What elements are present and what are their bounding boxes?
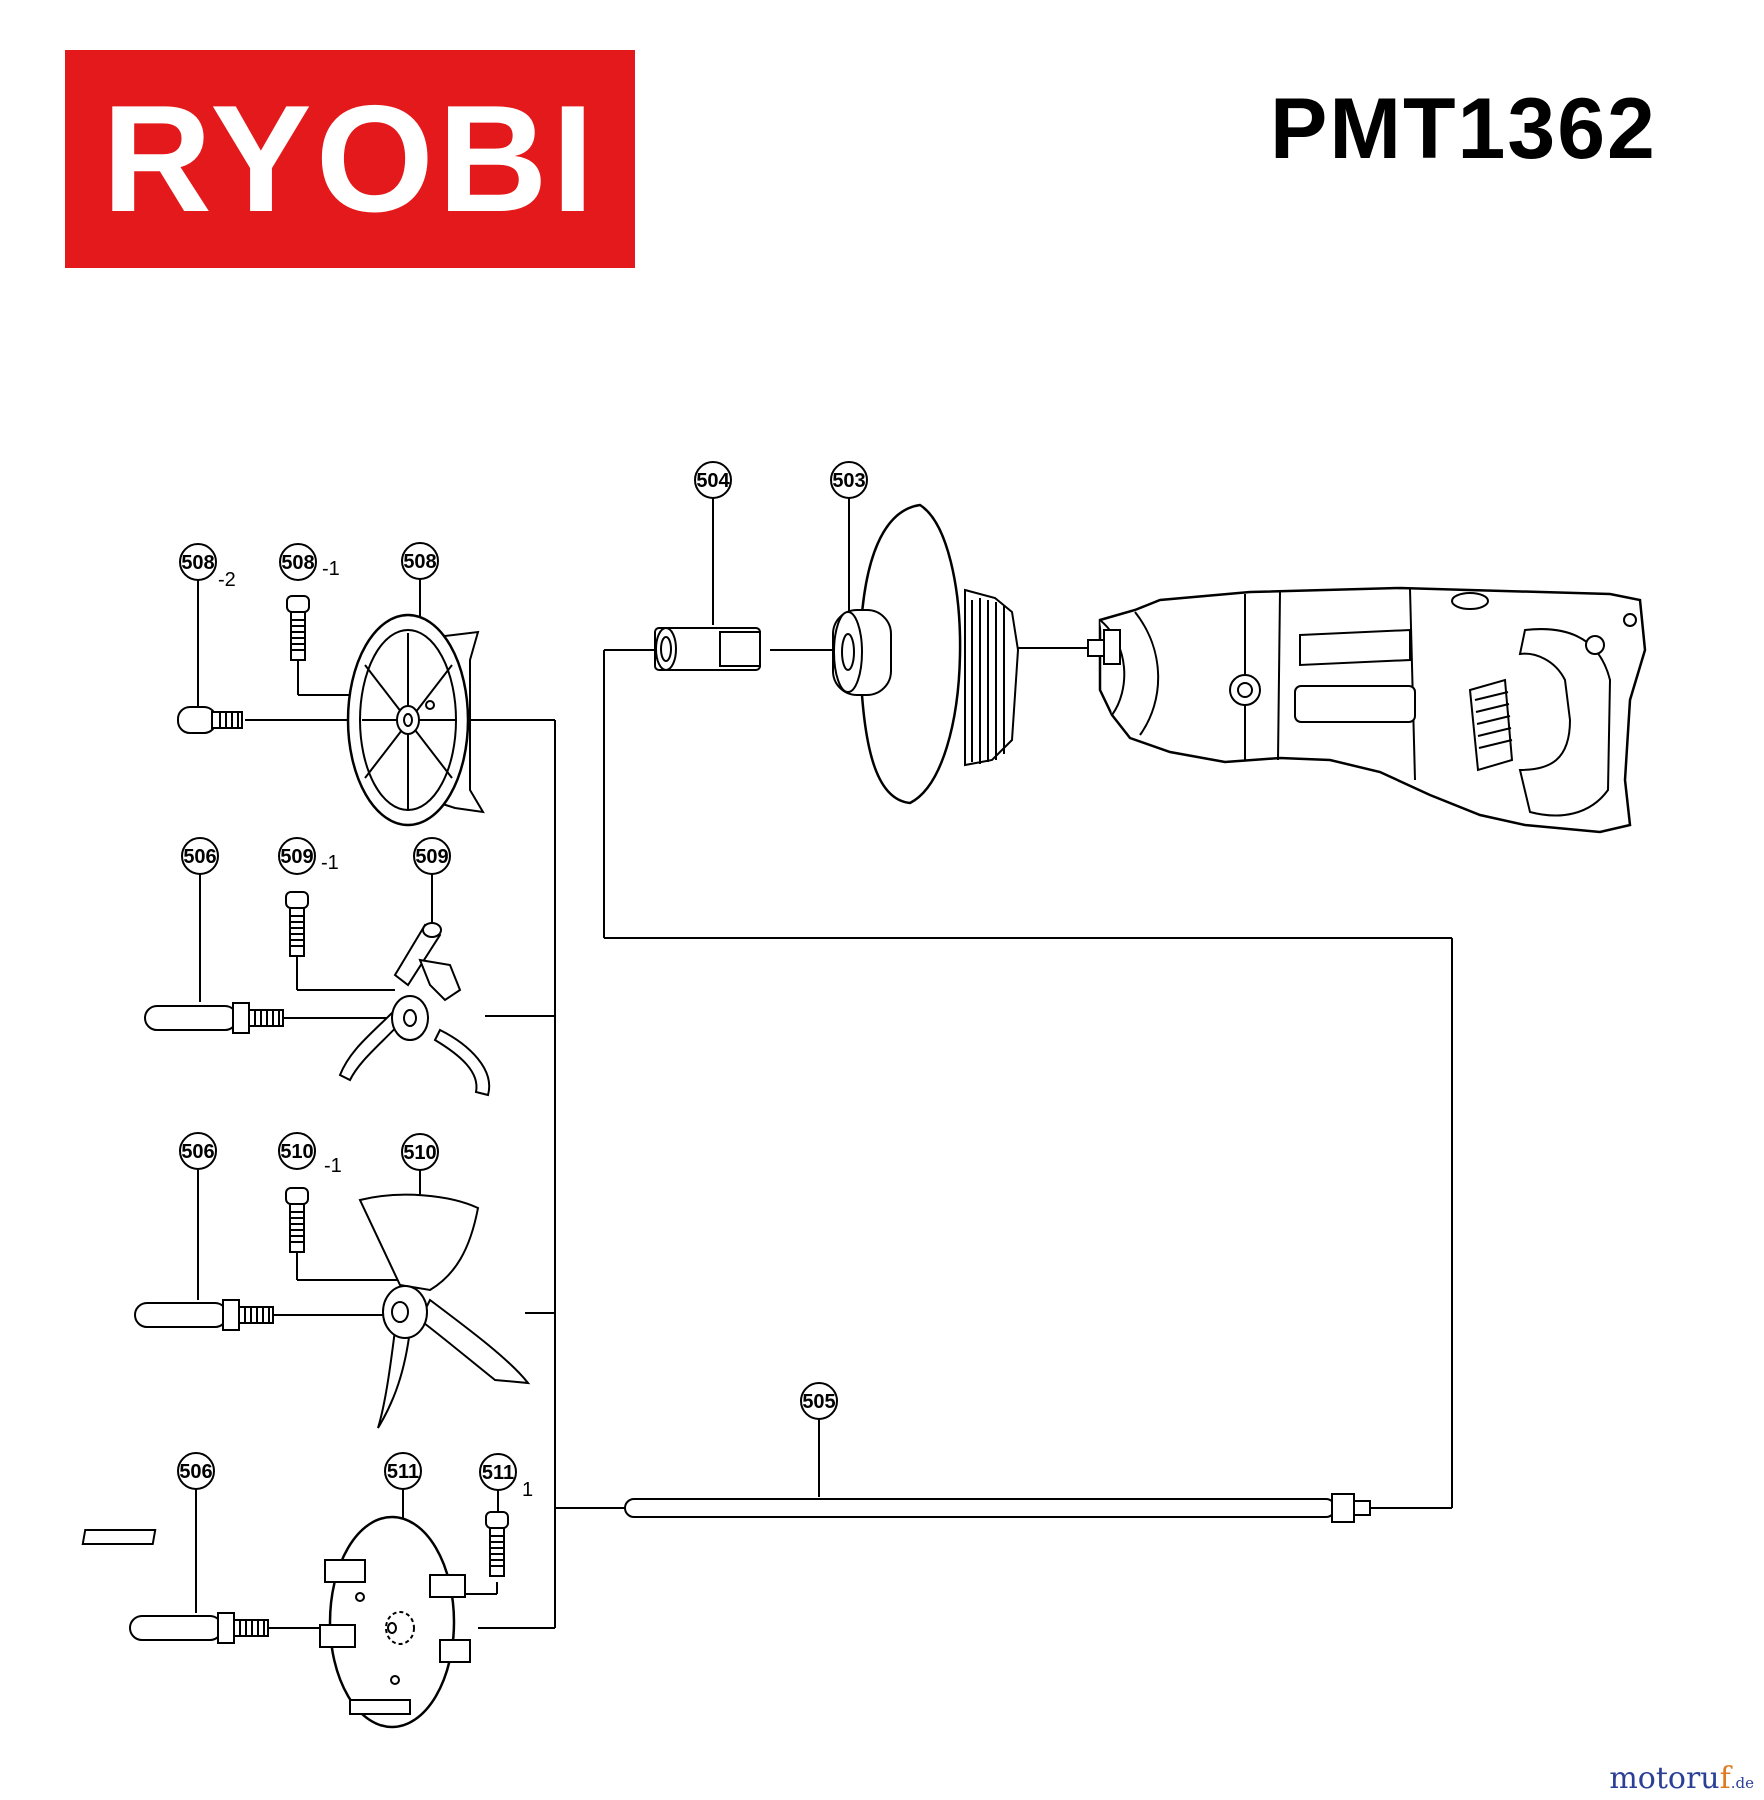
watermark: motoruf.de [1609, 1764, 1754, 1794]
bolt-icon [285, 1187, 309, 1253]
watermark-tld: .de [1730, 1774, 1754, 1792]
watermark-main: motoru [1609, 1761, 1720, 1796]
svg-text:508: 508 [181, 552, 214, 574]
callout-511-1: 511 1 [479, 1453, 533, 1501]
svg-text:1: 1 [522, 1479, 533, 1501]
callout-503: 503 [830, 461, 868, 499]
svg-text:506: 506 [179, 1461, 212, 1483]
svg-text:509: 509 [280, 846, 313, 868]
svg-text:508: 508 [403, 551, 436, 573]
leader-lines [195, 498, 1453, 1629]
extension-shaft-icon [624, 1493, 1371, 1523]
ryobi-logo: RYOBI [65, 50, 635, 268]
chuck-adapter-icon [654, 627, 761, 671]
callout-508-1: 508 -1 [279, 543, 340, 581]
callout-505: 505 [800, 1382, 838, 1420]
svg-text:-1: -1 [322, 558, 340, 580]
svg-text:503: 503 [832, 470, 865, 492]
stud-icon [177, 706, 243, 734]
callout-510-1: 510 -1 [278, 1132, 342, 1177]
svg-text:511: 511 [482, 1462, 514, 1484]
svg-text:510: 510 [403, 1142, 436, 1164]
propeller-paddle-icon [358, 1193, 531, 1429]
brand-name: RYOBI [102, 74, 598, 244]
bolt-icon [485, 1511, 509, 1577]
svg-text:511: 511 [387, 1461, 419, 1483]
svg-text:506: 506 [183, 846, 216, 868]
svg-text:-1: -1 [324, 1155, 342, 1177]
svg-text:505: 505 [802, 1391, 835, 1413]
stud-icon [129, 1612, 269, 1644]
svg-text:508: 508 [281, 552, 314, 574]
callout-509: 509 [413, 837, 451, 875]
paddle-guard-icon [346, 613, 485, 827]
bolt-icon [286, 595, 310, 661]
callout-506-c: 506 [177, 1452, 215, 1490]
disc-paddle-icon [81, 1515, 471, 1729]
callout-509-1: 509 -1 [278, 837, 339, 875]
callout-510: 510 [401, 1133, 439, 1171]
callout-508: 508 [401, 542, 439, 580]
svg-text:504: 504 [696, 470, 730, 492]
stud-icon [144, 1002, 284, 1034]
splash-guard-icon [832, 503, 1020, 805]
svg-text:-1: -1 [321, 852, 339, 874]
callout-511: 511 [384, 1452, 422, 1490]
callout-506-a: 506 [181, 837, 219, 875]
watermark-accent: f [1719, 1761, 1731, 1796]
callout-504: 504 [694, 461, 732, 499]
svg-text:510: 510 [280, 1141, 313, 1163]
svg-text:509: 509 [415, 846, 448, 868]
stud-icon [134, 1299, 274, 1331]
whisk-paddle-icon [338, 922, 491, 1097]
callout-506-b: 506 [179, 1132, 217, 1170]
svg-text:-2: -2 [218, 569, 236, 591]
svg-text:506: 506 [181, 1141, 214, 1163]
mixer-motor-icon [1087, 586, 1647, 834]
bolt-icon [285, 891, 309, 957]
model-number: PMT1362 [1270, 81, 1657, 177]
callout-508-2: 508 -2 [179, 543, 236, 591]
